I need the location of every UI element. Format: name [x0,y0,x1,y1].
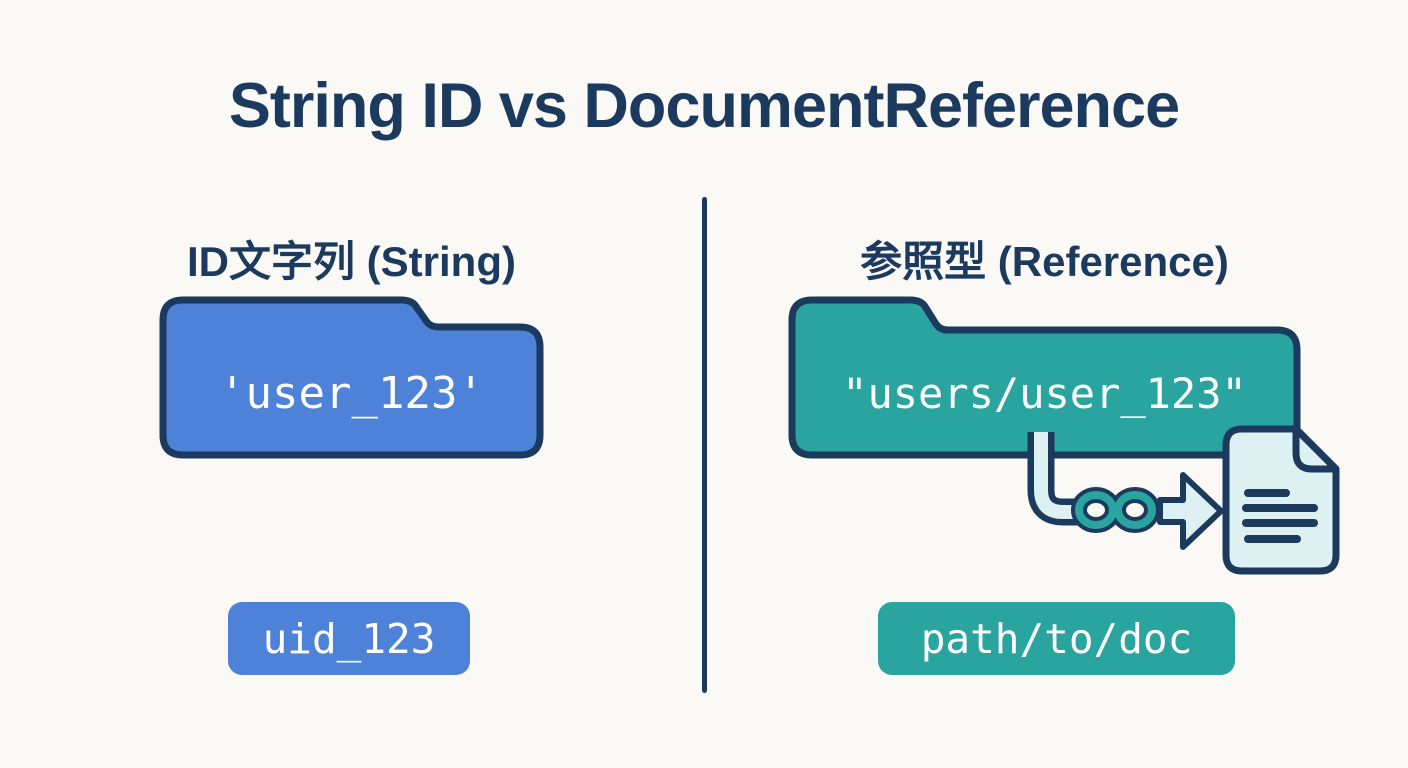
folder-shape-teal [788,296,1301,459]
uid-badge-label: uid_123 [262,614,436,663]
diagram-title: String ID vs DocumentReference [228,71,1180,141]
uid-badge: uid_123 [228,602,470,675]
path-badge-label: path/to/doc [920,614,1193,663]
reference-folder-label: "users/user_123" [842,369,1247,418]
chain-link-icon [1071,487,1160,533]
arrow-right-icon [1157,472,1224,550]
document-icon [1222,425,1340,575]
reference-folder-icon: "users/user_123" [787,295,1302,460]
folder-shape-blue [159,296,544,459]
column-divider [702,197,707,693]
string-folder-label: 'user_123' [219,368,484,419]
left-column-heading: ID文字列 (String) [187,238,516,285]
string-folder-icon: 'user_123' [158,295,545,460]
right-column-heading: 参照型 (Reference) [860,238,1229,285]
pipe-connector-icon [1027,432,1087,526]
path-badge: path/to/doc [878,602,1235,675]
reference-link-icon [1027,432,1224,550]
